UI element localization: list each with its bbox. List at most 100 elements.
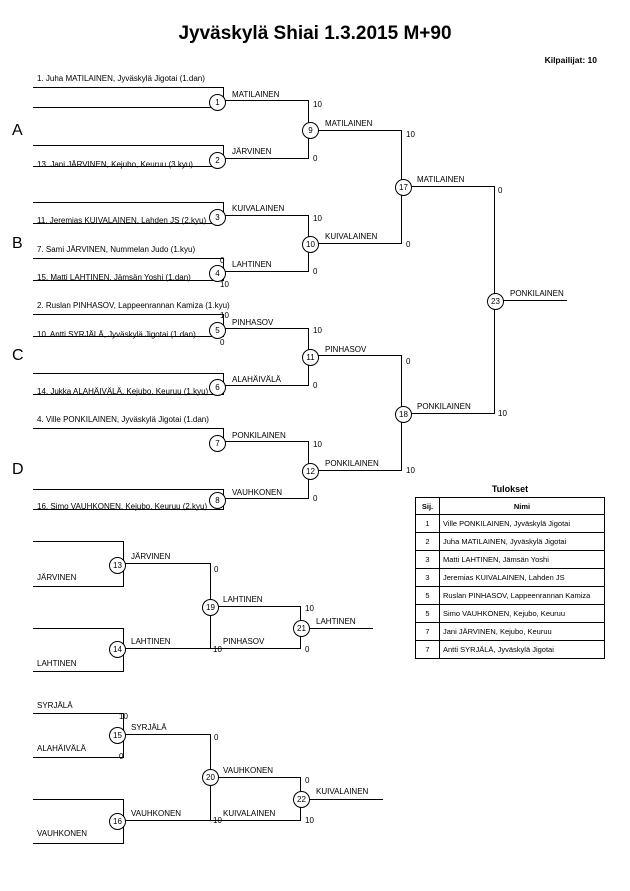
entrant-label: 13. Jani JÄRVINEN, Kejubo, Keuruu (3.kyu…	[37, 160, 193, 169]
entrant-label: LAHTINEN	[37, 659, 77, 668]
match-number: 8	[209, 492, 226, 509]
bracket-line	[33, 394, 223, 395]
bracket-line	[210, 606, 300, 607]
bracket-line	[308, 130, 401, 131]
bracket-line	[300, 799, 383, 800]
winner-name: JÄRVINEN	[131, 552, 171, 561]
score: 10	[305, 604, 314, 613]
score: 10	[313, 214, 322, 223]
match-number: 1	[209, 94, 226, 111]
match-number: 18	[395, 406, 412, 423]
match-number: 21	[293, 620, 310, 637]
score: 10	[498, 409, 507, 418]
bracket-line	[223, 271, 308, 272]
match-number: 11	[302, 349, 319, 366]
score: 10	[220, 311, 229, 320]
bracket-line	[33, 713, 123, 714]
bracket-line	[223, 328, 308, 329]
match-number: 16	[109, 813, 126, 830]
bracket-line	[33, 586, 123, 587]
bracket-line	[33, 628, 123, 629]
entrant-label: 11. Jeremias KUIVALAINEN, Lahden JS (2.k…	[37, 216, 207, 225]
match-number: 9	[302, 122, 319, 139]
winner-name: LAHTINEN	[131, 637, 171, 646]
winner-name: PINHASOV	[325, 345, 367, 354]
results-col-name: Nimi	[439, 497, 605, 515]
name-cell: Jeremias KUIVALAINEN, Lahden JS	[439, 568, 605, 587]
name-cell: Simo VAUHKONEN, Kejubo, Keuruu	[439, 604, 605, 623]
winner-name: MATILAINEN	[325, 119, 373, 128]
score: 0	[305, 776, 310, 785]
winner-name: MATILAINEN	[232, 90, 280, 99]
entrant-label: ALAHÄIVÄLÄ	[37, 744, 86, 753]
name-cell: Antti SYRJÄLÄ, Jyväskylä Jigotai	[439, 640, 605, 659]
winner-name: KUIVALAINEN	[223, 809, 276, 818]
pool-label-a: A	[12, 122, 23, 139]
entrant-label: 2. Ruslan PINHASOV, Lappeenrannan Kamiza…	[37, 301, 230, 310]
table-row: 7 Antti SYRJÄLÄ, Jyväskylä Jigotai	[415, 640, 605, 659]
bracket-line	[33, 314, 223, 315]
bracket-line	[123, 563, 210, 564]
bracket-line	[223, 498, 308, 499]
bracket-line	[33, 509, 223, 510]
score: 10	[305, 816, 314, 825]
entrant-label: 14. Jukka ALAHÄIVÄLÄ, Kejubo, Keuruu (1.…	[37, 387, 209, 396]
winner-name: PINHASOV	[223, 637, 265, 646]
pool-label-b: B	[12, 235, 23, 252]
winner-name: KUIVALAINEN	[316, 787, 369, 796]
winner-name: VAUHKONEN	[232, 488, 283, 497]
bracket-line	[308, 470, 401, 471]
bracket-line	[33, 757, 123, 758]
winner-name: KUIVALAINEN	[325, 232, 378, 241]
bracket-line	[401, 413, 494, 414]
score: 10	[313, 100, 322, 109]
winner-name: VAUHKONEN	[223, 766, 274, 775]
results-title: Tulokset	[491, 484, 529, 494]
name-cell: Juha MATILAINEN, Jyväskylä Jigotai	[439, 532, 605, 551]
bracket-line	[223, 215, 308, 216]
bracket-line	[494, 300, 567, 301]
rank-cell: 7	[415, 640, 440, 659]
winner-name: LAHTINEN	[232, 260, 272, 269]
bracket-line	[33, 428, 223, 429]
bracket-line	[33, 107, 223, 108]
score: 10	[213, 645, 222, 654]
rank-cell: 5	[415, 604, 440, 623]
entrant-label: 15. Matti LAHTINEN, Jämsän Yoshi (1.dan)	[37, 273, 191, 282]
bracket-line	[33, 223, 223, 224]
bracket-line	[123, 648, 210, 649]
entrant-label: 4. Ville PONKILAINEN, Jyväskylä Jigotai …	[37, 415, 209, 424]
winner-name: KUIVALAINEN	[232, 204, 285, 213]
score: 0	[406, 357, 411, 366]
name-cell: Matti LAHTINEN, Jämsän Yoshi	[439, 550, 605, 569]
bracket-line	[33, 202, 223, 203]
table-row: 7 Jani JÄRVINEN, Kejubo, Keuruu	[415, 622, 605, 641]
table-row: 1 Ville PONKILAINEN, Jyväskylä Jigotai	[415, 514, 605, 533]
winner-name: VAUHKONEN	[131, 809, 182, 818]
score: 10	[406, 466, 415, 475]
entrant-label: 16. Simo VAUHKONEN, Kejubo, Keuruu (2.ky…	[37, 502, 208, 511]
winner-name: LAHTINEN	[223, 595, 263, 604]
score: 0	[119, 752, 124, 761]
score: 0	[498, 186, 503, 195]
score: 10	[220, 280, 229, 289]
score: 0	[214, 565, 219, 574]
winner-name: ALAHÄIVÄLÄ	[232, 375, 281, 384]
bracket-line	[210, 777, 300, 778]
match-number: 6	[209, 379, 226, 396]
entrant-label: 10. Antti SYRJÄLÄ, Jyväskylä Jigotai (1.…	[37, 330, 196, 339]
entrant-label: JÄRVINEN	[37, 573, 77, 582]
table-row: 3 Matti LAHTINEN, Jämsän Yoshi	[415, 550, 605, 569]
rank-cell: 3	[415, 568, 440, 587]
name-cell: Ville PONKILAINEN, Jyväskylä Jigotai	[439, 514, 605, 533]
page-title: Jyväskylä Shiai 1.3.2015 M+90	[178, 23, 452, 44]
bracket-line	[210, 648, 300, 649]
entrant-label: 1. Juha MATILAINEN, Jyväskylä Jigotai (1…	[37, 74, 205, 83]
bracket-line	[33, 373, 223, 374]
pool-label-d: D	[12, 461, 24, 478]
bracket-line	[33, 541, 123, 542]
bracket-line	[123, 820, 210, 821]
match-number: 19	[202, 599, 219, 616]
bracket-line	[401, 186, 494, 187]
match-number: 2	[209, 152, 226, 169]
